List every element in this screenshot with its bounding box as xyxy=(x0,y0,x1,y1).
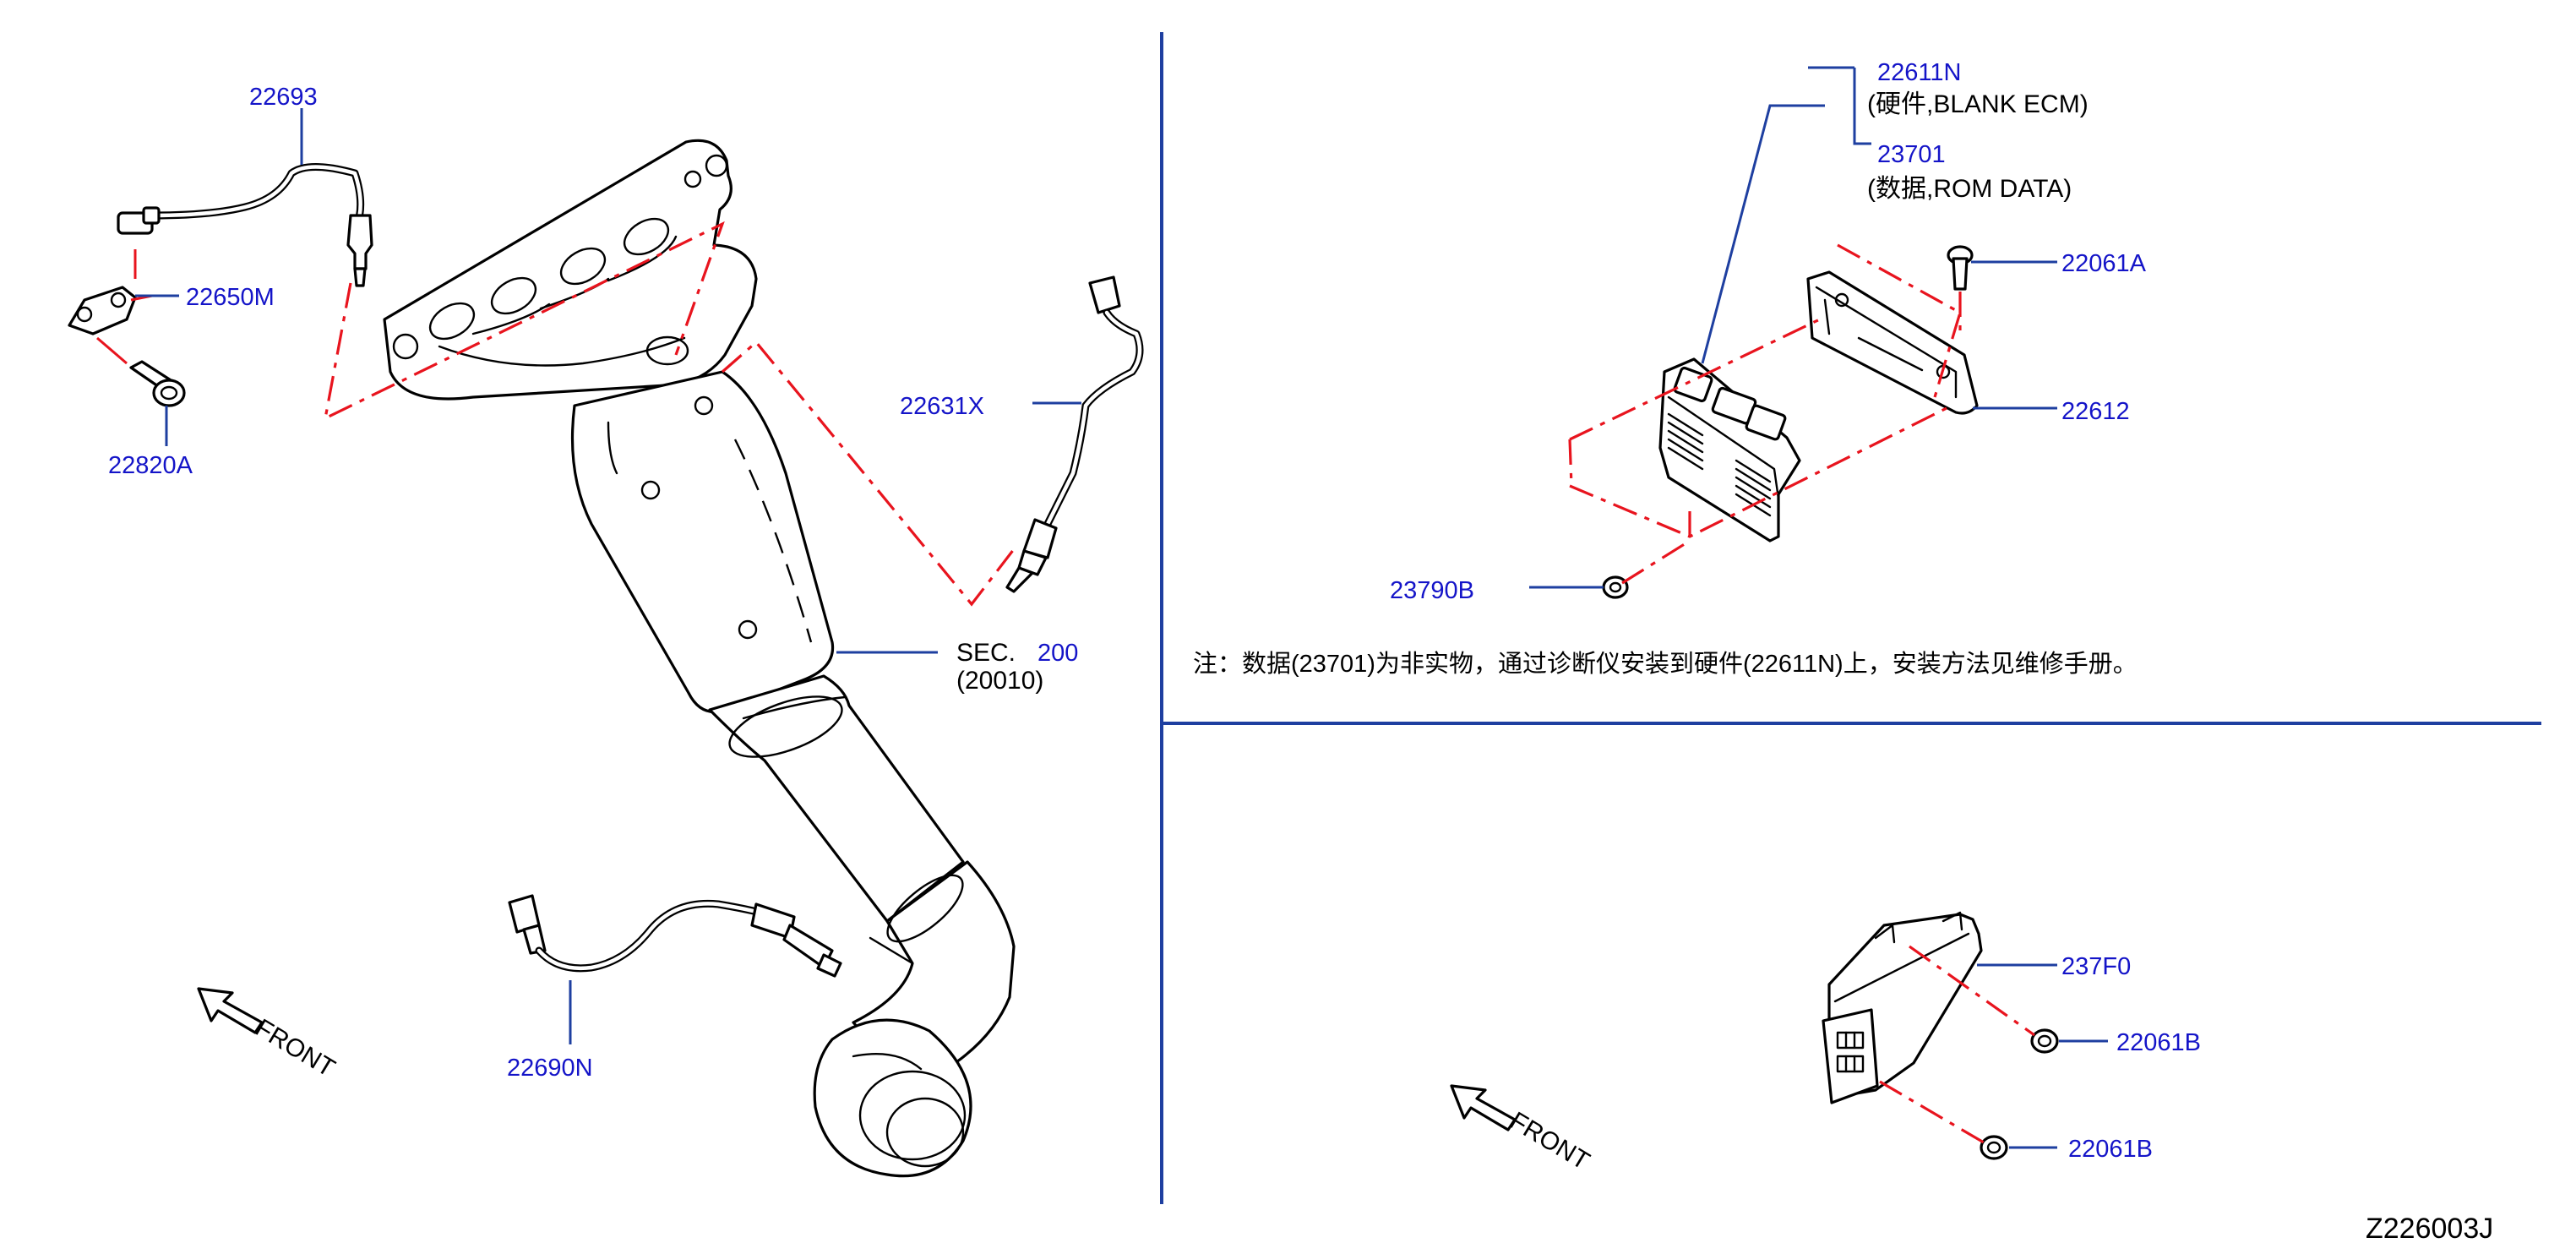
gasket-22650M xyxy=(68,286,137,335)
exhaust-manifold xyxy=(383,139,1016,1178)
label-22690N: 22690N xyxy=(507,1055,593,1082)
label-22061B-upper: 22061B xyxy=(2116,1029,2201,1056)
module-237F0 xyxy=(1822,911,1983,1104)
label-22612: 22612 xyxy=(2061,398,2130,425)
label-front-left: FRONT xyxy=(250,1014,340,1083)
label-sec-prefix: SEC. xyxy=(956,639,1016,667)
label-22650M: 22650M xyxy=(186,284,275,311)
label-22611N: 22611N xyxy=(1877,59,1961,86)
label-23701: 23701 xyxy=(1877,141,1946,168)
ecm-bracket-22612 xyxy=(1806,270,1979,415)
label-23701-desc: (数据,ROM DATA) xyxy=(1867,175,2072,203)
left-leader-lines xyxy=(135,108,1081,1044)
bolt-22061A xyxy=(1947,245,1974,291)
installation-note: 注：数据(23701)为非实物，通过诊断仪安装到硬件(22611N)上，安装方法… xyxy=(1193,650,2138,678)
label-22693: 22693 xyxy=(249,84,318,111)
label-22631X: 22631X xyxy=(900,393,984,420)
sensor-22631X xyxy=(1005,275,1144,593)
label-sec-number: 200 xyxy=(1037,640,1078,667)
ecm-leader-lines xyxy=(1529,66,2057,589)
label-22611N-desc: (硬件,BLANK ECM) xyxy=(1867,90,2089,118)
oxygen-sensor-22693 xyxy=(117,163,373,287)
label-23790B: 23790B xyxy=(1390,577,1474,604)
front-arrow-left xyxy=(197,987,264,1034)
nut-23790B xyxy=(1602,575,1629,599)
ecm-alignment-lines xyxy=(1568,243,1962,585)
label-22061A: 22061A xyxy=(2061,250,2147,277)
module-alignment-lines xyxy=(1879,945,2035,1144)
front-arrow-right xyxy=(1450,1084,1517,1131)
label-237F0: 237F0 xyxy=(2061,953,2131,980)
label-22820A: 22820A xyxy=(108,452,193,479)
diagram-id: Z226003J xyxy=(2366,1213,2493,1245)
label-sec-ref: (20010) xyxy=(956,667,1043,695)
nut-22061B-upper xyxy=(2030,1028,2059,1054)
bolt-22820A xyxy=(129,360,186,407)
oxygen-sensor-22690N xyxy=(508,894,842,978)
label-front-right: FRONT xyxy=(1505,1107,1594,1176)
module-leader-lines xyxy=(1977,963,2108,1149)
ecm-labels: 22611N (硬件,BLANK ECM) 23701 (数据,ROM DATA… xyxy=(1193,59,2147,678)
nut-22061B-lower xyxy=(1980,1135,2008,1160)
label-22061B-lower: 22061B xyxy=(2068,1136,2153,1163)
section-dividers xyxy=(1160,32,2541,1204)
ecm-unit-22611N xyxy=(1658,357,1801,542)
